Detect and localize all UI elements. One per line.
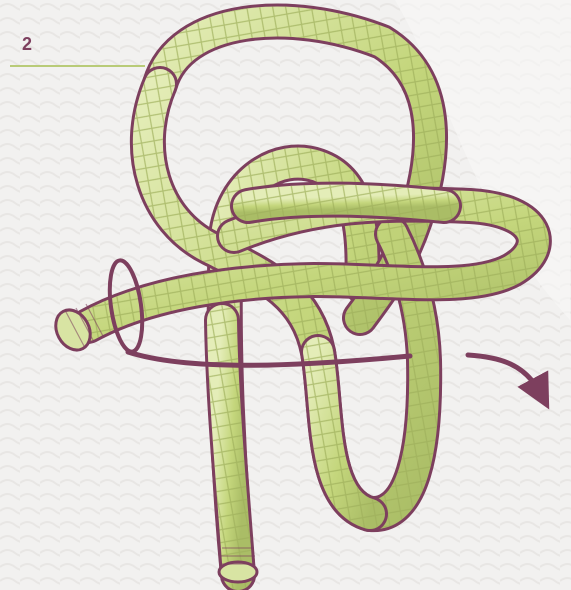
step-number: 2 [22,34,32,54]
step-rule [10,65,145,67]
